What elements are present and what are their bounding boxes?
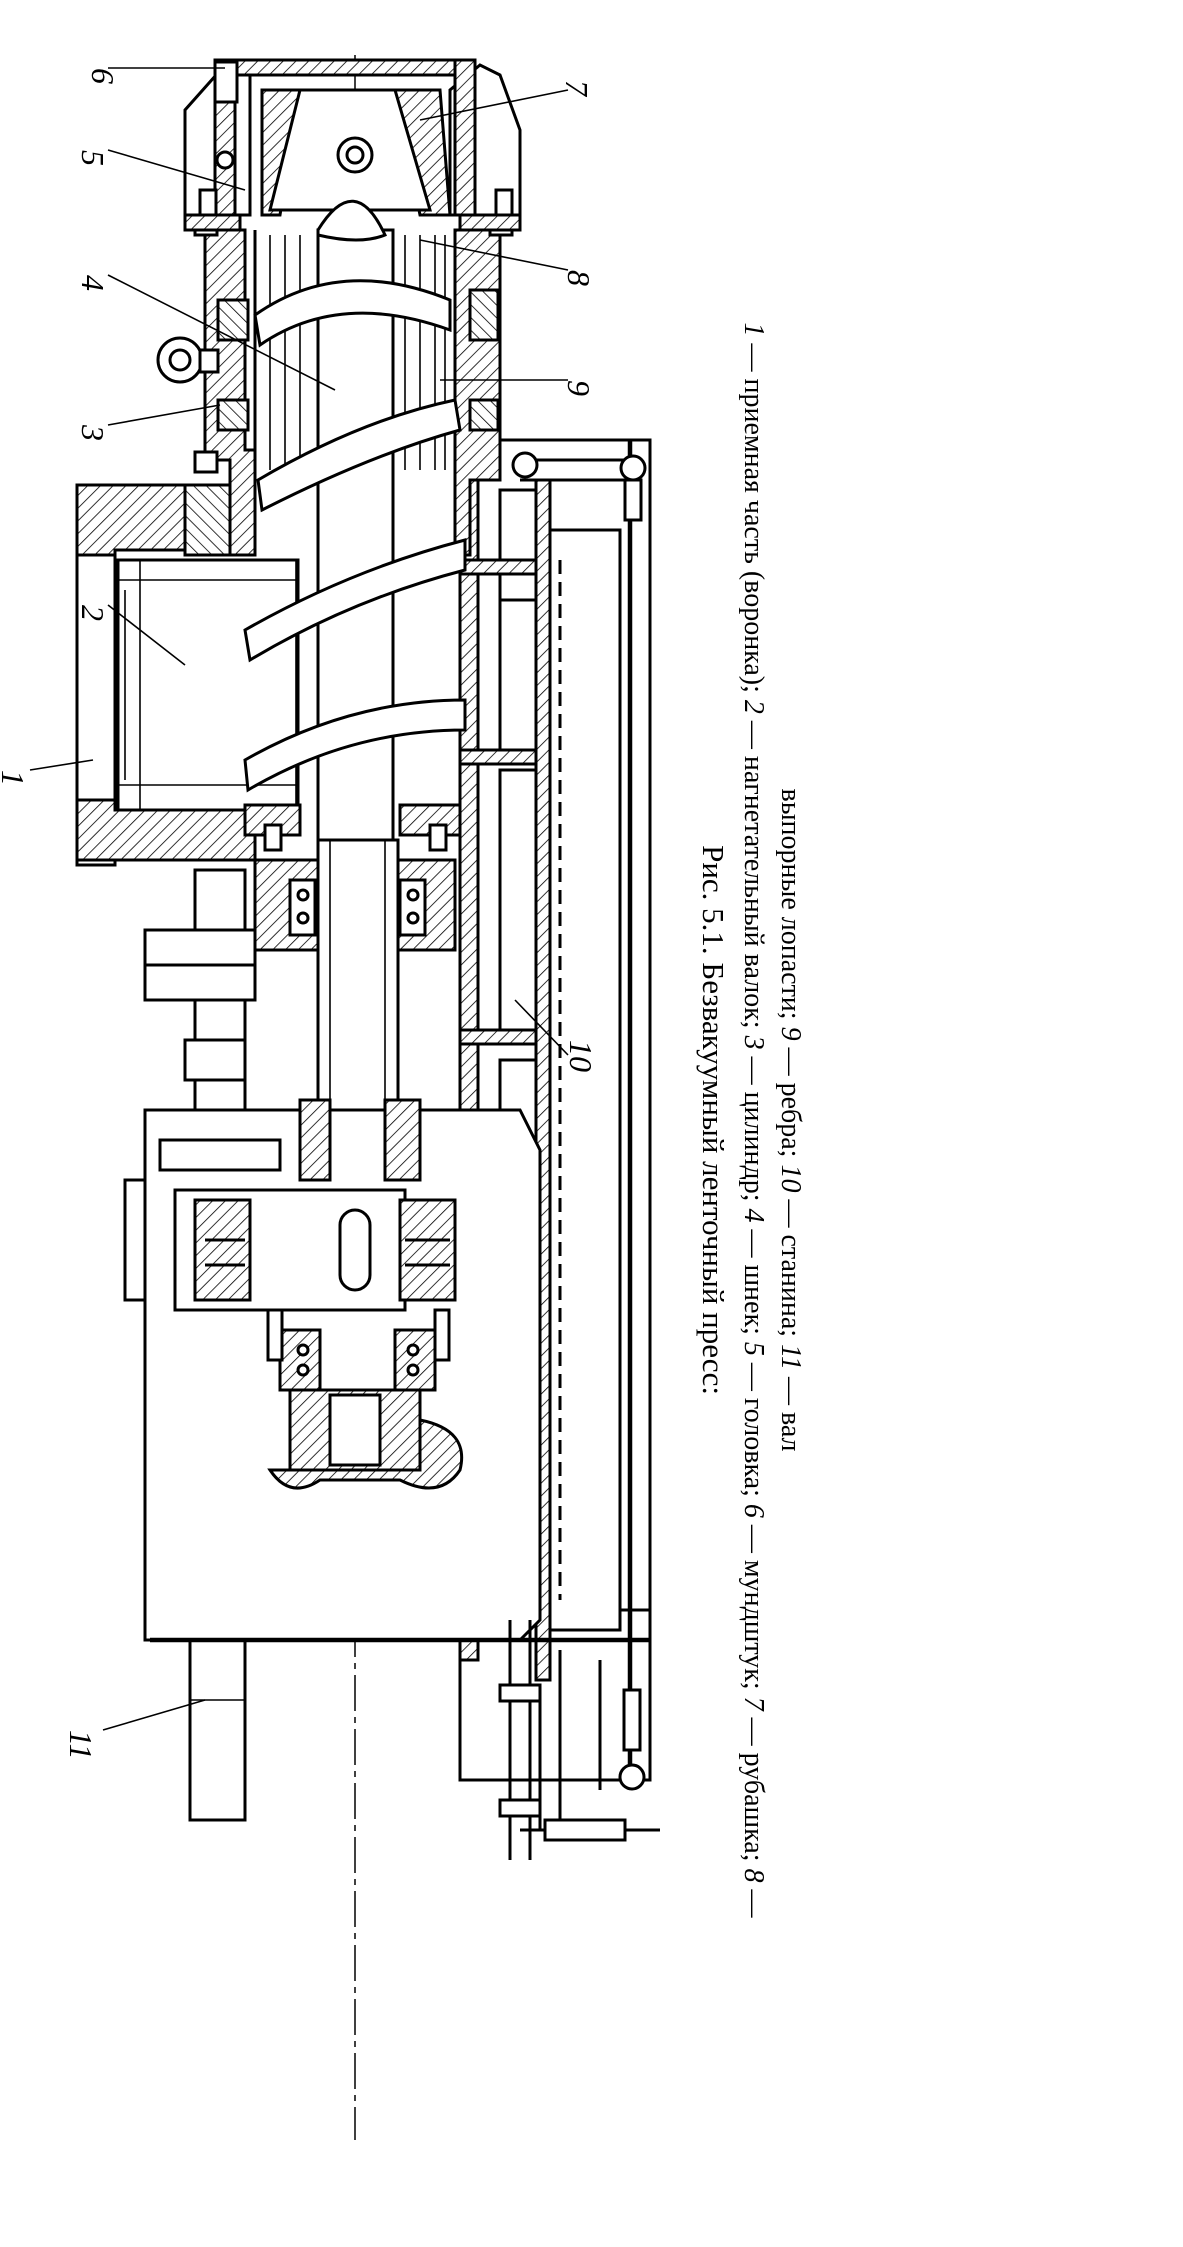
callout-5: 5	[75, 150, 111, 166]
legend-segment: 8	[738, 1869, 769, 1883]
legend-segment: — станина;	[775, 1192, 806, 1344]
legend-segment: — вал	[775, 1370, 806, 1452]
coupling	[143, 868, 257, 1112]
callout-3: 3	[75, 424, 111, 441]
legend-segment: 9	[775, 1027, 806, 1041]
legend-segment: 7	[738, 1697, 769, 1712]
legend-segment: 1	[738, 322, 769, 336]
legend-segment: — головка;	[738, 1356, 769, 1504]
callout-2: 2	[75, 605, 111, 621]
adjusting-screws	[498, 1620, 640, 1860]
caption-title: Рис. 5.1. Безвакуумный ленточный пресс:	[696, 845, 731, 1395]
thrust-bearing	[267, 1388, 464, 1490]
callout-6: 6	[85, 68, 121, 84]
legend-segment: 4	[738, 1209, 769, 1223]
legend-segment: 11	[775, 1344, 806, 1370]
legend-segment: 10	[775, 1164, 806, 1192]
caption-legend-line-2: выпорные лопасти; 9 — ребра; 10 — станин…	[775, 789, 806, 1452]
legend-segment: — приемная часть (воронка);	[738, 336, 769, 699]
legend-segment: выпорные лопасти;	[775, 789, 806, 1027]
legend-segment: 6	[738, 1504, 769, 1518]
machine-drawing	[75, 55, 660, 2140]
callout-10: 10	[563, 1040, 599, 1072]
callout-7: 7	[559, 80, 595, 98]
callouts: 6 5 4 3 2 1 11 7 8 9 10	[0, 67, 599, 1760]
auger-flange	[243, 803, 462, 852]
bearing-front	[253, 858, 457, 952]
legend-segment: — нагнетательный валок;	[738, 714, 769, 1036]
legend-segment: —	[738, 1883, 769, 1919]
callout-9: 9	[561, 380, 597, 396]
legend-segment: — шнек;	[738, 1223, 769, 1342]
callout-8: 8	[561, 270, 597, 286]
legend-segment: — мундштук;	[738, 1518, 769, 1697]
tie-rods	[511, 451, 650, 1791]
input-shaft	[188, 1638, 247, 1822]
legend-segment: — ребра;	[775, 1041, 806, 1165]
legend-segment: — цилиндр;	[738, 1050, 769, 1209]
callout-1: 1	[0, 770, 31, 786]
legend-segment: 5	[738, 1342, 769, 1356]
legend-segment: 2	[738, 700, 769, 714]
gearbox	[123, 1098, 542, 1642]
legend-segment: 3	[738, 1035, 769, 1050]
figure-caption: Рис. 5.1. Безвакуумный ленточный пресс: …	[696, 322, 806, 1918]
head-and-die	[183, 58, 522, 232]
callout-11: 11	[63, 1730, 99, 1760]
callout-4: 4	[75, 275, 111, 291]
legend-segment: — рубашка;	[738, 1711, 769, 1869]
caption-legend-line-1: 1 — приемная часть (воронка); 2 — нагнет…	[738, 322, 769, 1918]
